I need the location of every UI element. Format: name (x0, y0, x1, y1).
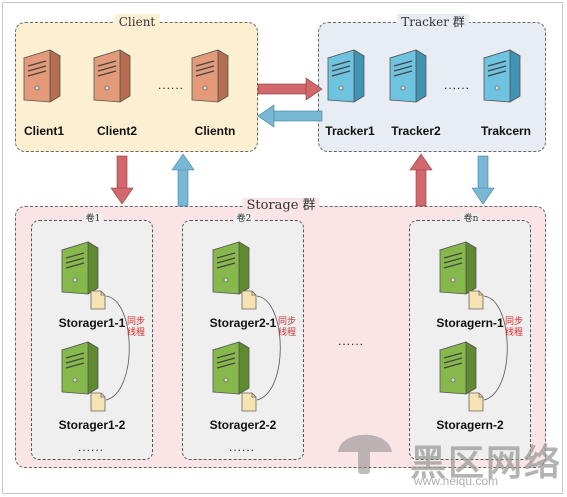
storage-server-icon (439, 341, 477, 395)
sync-thread-label: 同步线程 (277, 316, 296, 337)
storage-label: Storagern-2 (436, 418, 504, 432)
client-group-label: Client (114, 14, 160, 30)
storage-label: Storager1-1 (58, 316, 126, 330)
storage-server-icon (212, 341, 250, 395)
diagram-frame (2, 2, 563, 494)
storage-label: Storager2-1 (209, 316, 277, 330)
arrow-storage-to-client (171, 153, 195, 207)
storage-group-label: Storage 群 (242, 198, 320, 214)
client-ellipsis: ...... (158, 78, 185, 92)
storage-label: Storager1-2 (58, 418, 126, 432)
sync-thread-label: 同步线程 (504, 316, 523, 337)
watermark-logo (338, 434, 392, 474)
storage-label: Storagern-1 (436, 316, 504, 330)
volume-2-label: 卷2 (234, 213, 254, 225)
tracker-ellipsis: ...... (444, 78, 471, 92)
arrow-tracker-to-client (257, 104, 323, 128)
client-label: Clientn (194, 124, 236, 138)
sync-curve (483, 295, 508, 401)
client-server-icon (93, 49, 131, 103)
sync-curve (256, 295, 281, 401)
tracker-server-icon (483, 49, 521, 103)
file-icon (468, 392, 484, 412)
file-icon (241, 392, 257, 412)
watermark-text: 黑区网络 (410, 443, 563, 484)
storage-server-icon (439, 241, 477, 295)
client-label: Client2 (96, 124, 138, 138)
tracker-label: Tracker2 (391, 124, 441, 138)
tracker-label: Tracker1 (325, 124, 375, 138)
volume-n-label: 卷n (461, 213, 481, 225)
arrow-client-to-storage (110, 155, 134, 205)
client-server-icon (23, 49, 61, 103)
client-label: Client1 (23, 124, 65, 138)
file-icon (241, 290, 257, 310)
storage-ellipsis: ...... (229, 440, 256, 454)
client-server-icon (191, 49, 229, 103)
storage-server-icon (212, 241, 250, 295)
storage-ellipsis: ...... (78, 440, 105, 454)
storage-label: Storager2-2 (209, 418, 277, 432)
file-icon (90, 392, 106, 412)
file-icon (468, 290, 484, 310)
tracker-server-icon (327, 49, 365, 103)
file-icon (90, 290, 106, 310)
arrow-client-to-tracker (257, 77, 323, 101)
sync-thread-label: 同步线程 (126, 316, 145, 337)
volume-ellipsis: ...... (338, 334, 365, 348)
tracker-label: Trakcern (480, 124, 532, 138)
arrow-tracker-to-storage (471, 155, 495, 205)
volume-1-label: 卷1 (83, 213, 103, 225)
storage-server-icon (61, 341, 99, 395)
sync-curve (105, 295, 130, 401)
watermark-url: www.heiqu.com (414, 474, 499, 488)
arrow-storage-to-tracker (409, 153, 433, 207)
tracker-group-label: Tracker 群 (397, 14, 469, 30)
storage-server-icon (61, 241, 99, 295)
tracker-server-icon (389, 49, 427, 103)
